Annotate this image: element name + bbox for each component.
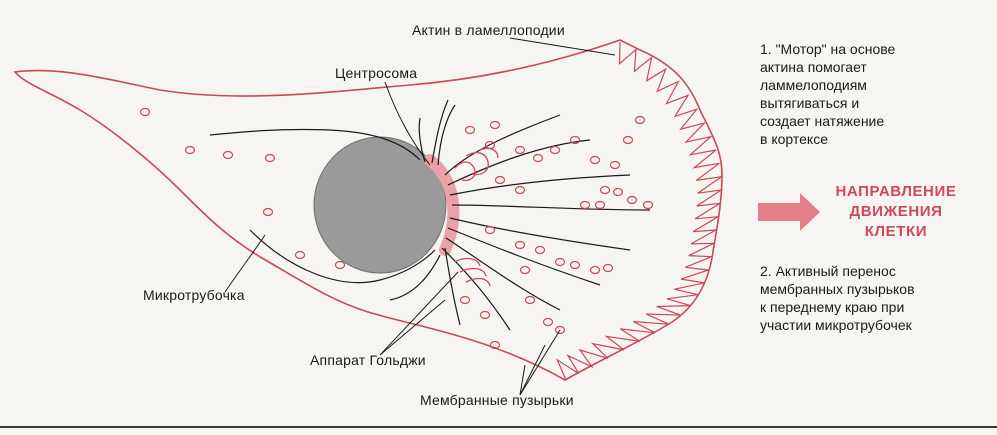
vesicle — [634, 115, 646, 125]
vesicle — [514, 145, 526, 155]
vesicle — [542, 317, 554, 327]
vesicle — [612, 187, 624, 197]
vesicle — [626, 195, 638, 205]
vesicle — [489, 340, 501, 350]
label-microtubule: Микротрубочка — [143, 287, 245, 303]
note-vesicle-transport: 2. Активный перенос мембранных пузырьков… — [760, 263, 915, 333]
golgi-apparatus — [454, 147, 499, 287]
bottom-border — [0, 426, 997, 428]
cell-membrane — [13, 39, 723, 381]
vesicle — [602, 263, 614, 273]
vesicle — [599, 185, 611, 195]
cell-movement-direction-text: НАПРАВЛЕНИЕ ДВИЖЕНИЯ КЛЕТКИ — [835, 183, 957, 240]
vesicle — [489, 120, 501, 130]
vesicle — [554, 257, 566, 267]
vesicle — [494, 175, 506, 185]
centrosome-region — [424, 154, 460, 256]
vesicle — [139, 107, 151, 117]
vesicle — [484, 225, 496, 235]
vesicle — [519, 265, 531, 275]
vesicle — [334, 260, 346, 270]
vesicle — [459, 295, 471, 305]
vesicle — [514, 185, 526, 195]
microtubule-array — [209, 99, 651, 331]
vesicle — [549, 145, 561, 155]
vesicle — [622, 135, 634, 145]
vesicle — [484, 140, 496, 150]
leader-lines — [224, 37, 616, 396]
vesicle — [569, 260, 581, 270]
lamellipodium-actin-fringe — [555, 41, 722, 381]
direction-arrow-icon — [758, 193, 820, 231]
vesicle — [534, 245, 546, 255]
vesicle — [222, 150, 234, 160]
vesicle — [262, 207, 274, 217]
note-actin-motor: 1. "Мотор" на основе актина помогает лам… — [760, 41, 896, 147]
vesicle — [569, 135, 581, 145]
vesicle — [589, 265, 601, 275]
label-centrosome: Центросома — [335, 65, 418, 81]
vesicle — [642, 200, 654, 210]
vesicle — [294, 250, 306, 260]
vesicle — [479, 310, 491, 320]
vesicle — [264, 153, 276, 163]
vesicle — [554, 325, 566, 335]
vesicle — [524, 295, 536, 305]
label-membrane-vesicles: Мембранные пузырьки — [420, 392, 574, 408]
vesicle — [532, 153, 544, 163]
vesicle — [184, 145, 196, 155]
label-golgi: Аппарат Гольджи — [310, 352, 426, 368]
vesicle — [589, 155, 601, 165]
membrane-vesicles — [139, 107, 654, 350]
vesicle — [594, 200, 606, 210]
vesicle — [514, 240, 526, 250]
label-actin-lamellipodia: Актин в ламеллоподии — [412, 22, 565, 38]
vesicle — [609, 160, 621, 170]
vesicle — [464, 125, 476, 135]
vesicle — [579, 200, 591, 210]
